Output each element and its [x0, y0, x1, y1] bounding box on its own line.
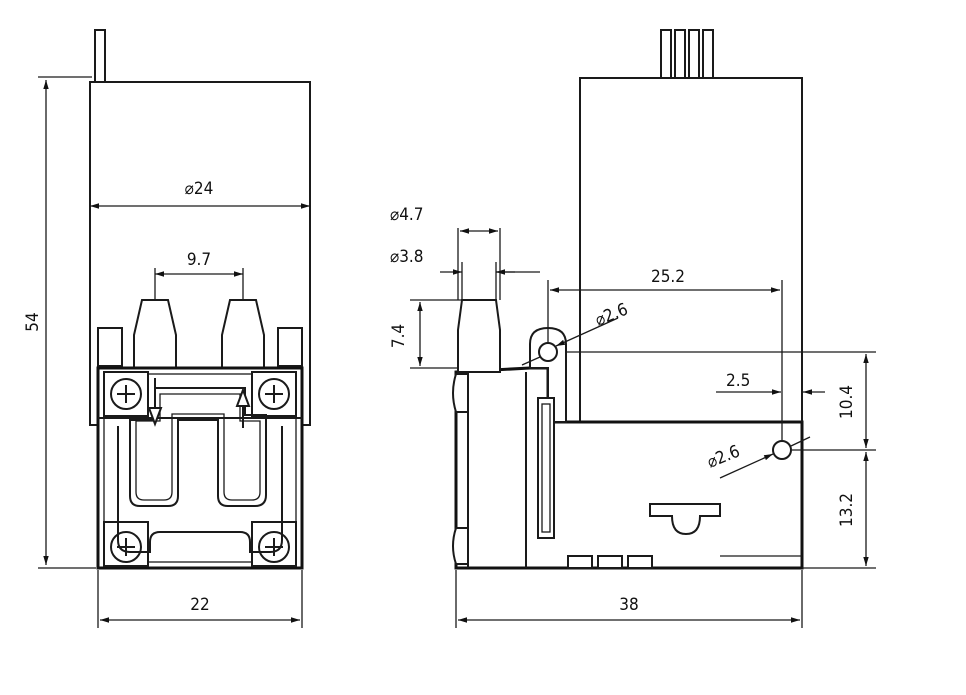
- dim-hole-vertical-spacing: 10.4: [837, 385, 857, 419]
- side-port: [457, 299, 501, 373]
- side-top-hole: [538, 342, 558, 362]
- dim-hole-spacing: 25.2: [651, 267, 685, 287]
- dim-port-outer-diameter: ⌀4.7: [390, 205, 424, 225]
- dim-port-spacing: 9.7: [187, 250, 211, 270]
- front-left-tab: [97, 327, 123, 367]
- screw-icon: [110, 378, 142, 410]
- arrow-down-icon: [147, 378, 163, 427]
- arrow-up-icon: [235, 387, 251, 428]
- side-motor-body: [579, 77, 803, 423]
- front-top-pin: [94, 29, 106, 83]
- front-u-channel: [117, 426, 283, 553]
- dim-port-inner-diameter: ⌀3.8: [390, 247, 424, 267]
- front-chamber-inner: [135, 393, 261, 501]
- dim-hole-offset: 2.5: [726, 371, 750, 391]
- dim-outer-diameter: ⌀24: [185, 179, 214, 199]
- dim-height: 54: [23, 312, 43, 331]
- dim-base-width: 22: [190, 595, 209, 615]
- screw-icon: [258, 378, 290, 410]
- front-view: 9.7 ⌀24 54 22: [23, 29, 311, 628]
- front-chamber-outline: [129, 387, 267, 507]
- front-right-tab: [277, 327, 303, 367]
- side-bottom-hole: [772, 440, 792, 460]
- front-right-port: [221, 299, 265, 371]
- leader-top-hole: [555, 317, 619, 347]
- dim-port-height: 7.4: [389, 324, 409, 348]
- front-head-inner-border: [103, 373, 297, 563]
- screw-icon: [110, 531, 142, 563]
- dim-hole-height: 13.2: [837, 493, 857, 527]
- screw-icon: [258, 531, 290, 563]
- dim-overall-length: 38: [619, 595, 638, 615]
- front-left-port: [133, 299, 177, 371]
- leader-bottom-hole: [719, 453, 774, 479]
- side-view: ⌀4.7 ⌀3.8 7.4 25.2 ⌀2.6 2.5 10.4: [389, 29, 876, 628]
